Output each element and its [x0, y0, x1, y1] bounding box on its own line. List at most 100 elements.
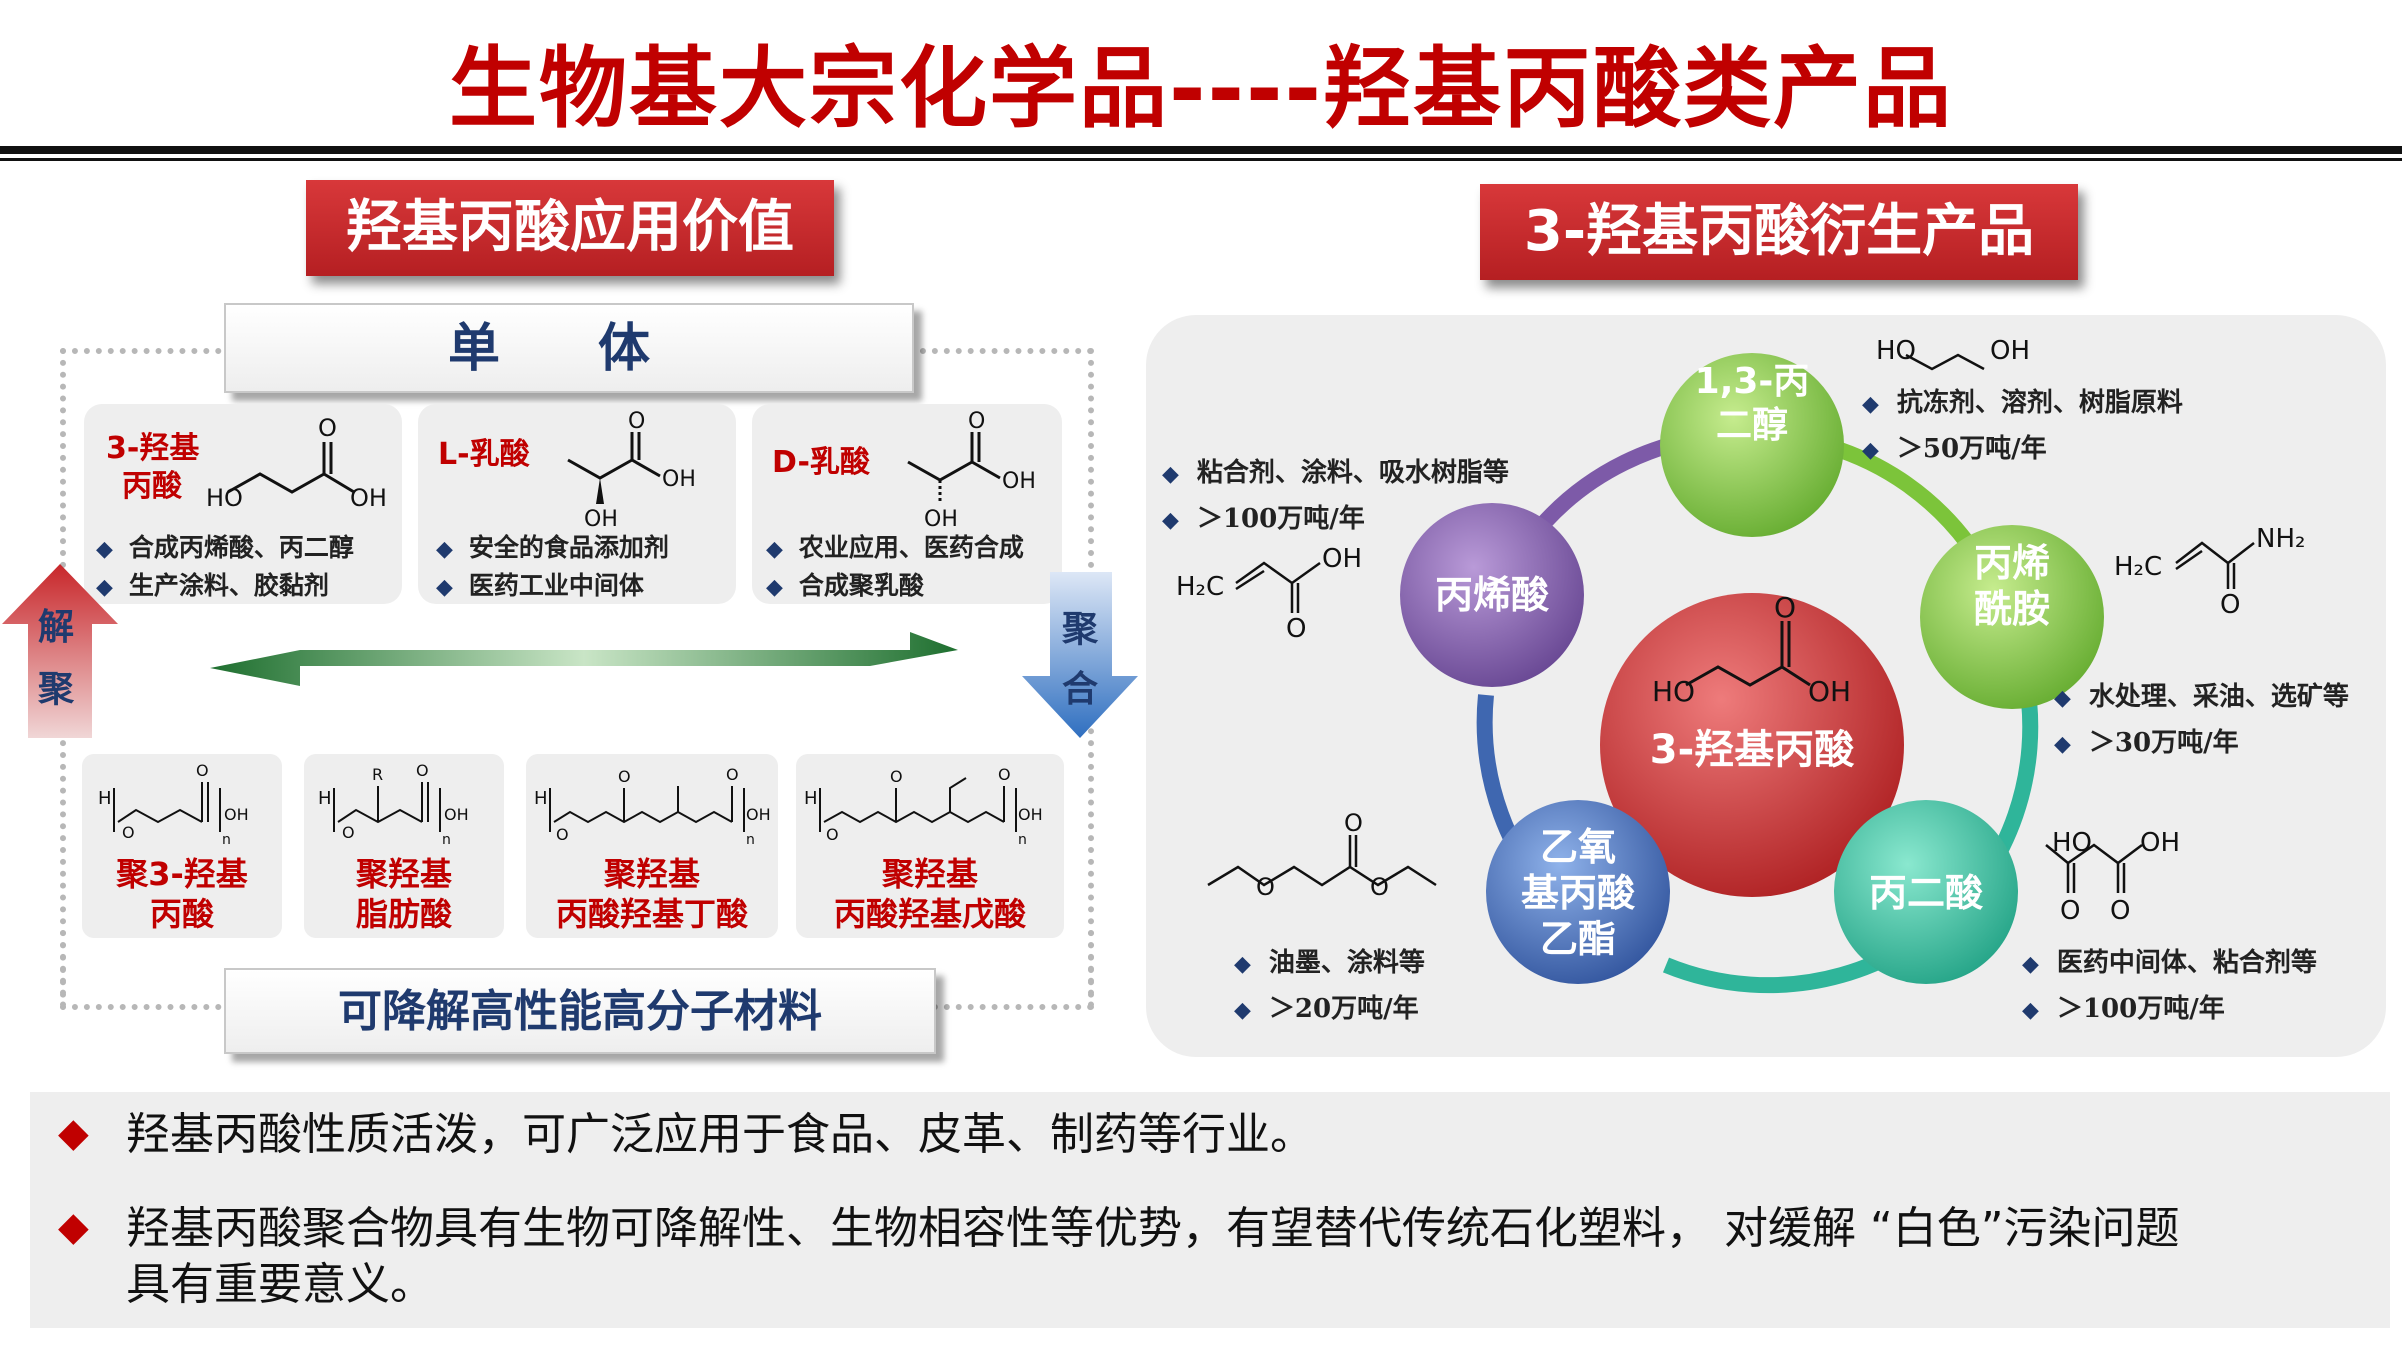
- card-name-line1: 3-羟基: [106, 431, 200, 466]
- svg-text:n: n: [222, 832, 231, 848]
- node-propanediol: [1660, 353, 1844, 537]
- node-acrylic: [1400, 503, 1584, 687]
- summary-panel: ◆ 羟基丙酸性质活泼，可广泛应用于食品、皮革、制药等行业。 ◆ 羟基丙酸聚合物具…: [30, 1092, 2390, 1328]
- title-divider: [0, 146, 2402, 154]
- svg-text:R: R: [372, 765, 383, 784]
- svg-text:O: O: [890, 767, 903, 786]
- svg-text:OH: OH: [1808, 675, 1851, 708]
- svg-text:HO: HO: [2052, 828, 2092, 858]
- ethyl-note: ◆＞20万吨/年: [1234, 994, 1419, 1024]
- polymer-card-pha: H R O O OH n 聚羟基 脂肪酸: [304, 754, 504, 938]
- page-title: 生物基大宗化学品----羟基丙酸类产品: [448, 37, 1954, 140]
- red-diamond-icon: ◆: [58, 1110, 89, 1156]
- card-bullet: ◆合成丙烯酸、丙二醇: [96, 533, 354, 562]
- acrylic-note: ◆＞100万吨/年: [1162, 504, 1365, 534]
- node-propanediol-label: 1,3-丙二醇: [1694, 361, 1810, 446]
- svg-text:OH: OH: [584, 507, 618, 530]
- svg-text:O: O: [1370, 873, 1389, 901]
- svg-text:O: O: [618, 767, 631, 786]
- svg-text:O: O: [998, 765, 1011, 784]
- svg-text:n: n: [442, 832, 451, 848]
- center-node-label: 3-羟基丙酸: [1649, 727, 1855, 773]
- card-name: D-乳酸: [772, 445, 870, 480]
- svg-text:OH: OH: [1322, 544, 1362, 574]
- svg-text:H: H: [534, 788, 548, 809]
- polymerize-arrow-icon: [1022, 572, 1138, 738]
- svg-text:NH₂: NH₂: [2256, 524, 2305, 554]
- propanediol-note: ◆抗冻剂、溶剂、树脂原料: [1862, 388, 2183, 418]
- svg-text:O: O: [826, 825, 839, 844]
- title-divider-thin: [0, 158, 2402, 161]
- summary-point: 羟基丙酸性质活泼，可广泛应用于食品、皮革、制药等行业。: [126, 1109, 1314, 1160]
- svg-text:O: O: [2220, 590, 2240, 620]
- polymer-card-php-hv: H O O O OH n 聚羟基 丙酸羟基戊酸: [796, 754, 1064, 938]
- svg-text:OH: OH: [662, 467, 696, 492]
- svg-text:HO: HO: [1652, 675, 1695, 708]
- node-ethyl-label: 乙氧基丙酸乙酯: [1520, 825, 1635, 961]
- svg-text:OH: OH: [924, 507, 958, 530]
- acrylic-note: ◆粘合剂、涂料、吸水树脂等: [1162, 458, 1509, 488]
- card-bullet: ◆医药工业中间体: [436, 571, 644, 600]
- svg-text:O: O: [1286, 614, 1306, 644]
- svg-text:O: O: [1256, 873, 1275, 901]
- l-lactic-structure-icon: O OH OH: [567, 410, 696, 530]
- polymerize-label-1: 聚: [1062, 609, 1099, 650]
- svg-text:O: O: [726, 765, 739, 784]
- svg-text:O: O: [416, 761, 429, 780]
- node-acrylamide: [1920, 525, 2104, 709]
- svg-text:HO: HO: [206, 484, 243, 512]
- svg-text:O: O: [196, 761, 209, 780]
- acrylamide-note: ◆＞30万吨/年: [2054, 728, 2239, 758]
- svg-text:OH: OH: [224, 805, 249, 824]
- depolymerize-label-1: 解: [38, 607, 75, 648]
- conversion-arrow-icon: [210, 632, 958, 686]
- svg-text:OH: OH: [1002, 469, 1036, 494]
- card-bullet: ◆安全的食品添加剂: [436, 533, 669, 562]
- node-malonic: [1834, 800, 2018, 984]
- polymer-name-line1: 聚羟基: [881, 855, 978, 893]
- p3hp-structure-icon: H O O OH n: [98, 761, 249, 848]
- svg-text:O: O: [342, 823, 355, 842]
- malonic-note: ◆医药中间体、粘合剂等: [2022, 948, 2317, 978]
- depolymerize-arrow-icon: [2, 564, 118, 738]
- polymer-name-line1: 聚3-羟基: [116, 855, 248, 893]
- node-ethyl: [1486, 800, 1670, 984]
- polymer-name-line2: 丙酸: [149, 895, 214, 933]
- svg-text:O: O: [968, 409, 985, 434]
- polymerize-label-2: 合: [1062, 669, 1099, 710]
- node-acrylamide-label: 丙烯酰胺: [1973, 541, 2050, 631]
- card-name-line2: 丙酸: [122, 469, 182, 504]
- php-hb-structure-icon: H O O O OH n: [534, 765, 771, 848]
- svg-text:OH: OH: [2140, 828, 2180, 858]
- svg-text:n: n: [746, 832, 755, 848]
- material-heading: 可降解高性能高分子材料: [224, 968, 936, 1054]
- polymer-name-line2: 丙酸羟基戊酸: [833, 895, 1026, 933]
- svg-text:OH: OH: [746, 805, 771, 824]
- malonic-note: ◆＞100万吨/年: [2022, 994, 2225, 1024]
- svg-text:O: O: [318, 414, 337, 442]
- svg-text:OH: OH: [350, 484, 387, 512]
- svg-text:OH: OH: [1018, 805, 1043, 824]
- polymer-name-line1: 聚羟基: [603, 855, 700, 893]
- node-acrylic-label: 丙烯酸: [1434, 573, 1549, 617]
- pha-structure-icon: H R O O OH n: [318, 761, 469, 848]
- center-node: [1600, 593, 1904, 897]
- svg-text:O: O: [556, 825, 569, 844]
- card-bullet: ◆生产涂料、胶黏剂: [96, 571, 329, 600]
- polymer-name-line1: 聚羟基: [355, 855, 452, 893]
- right-section-banner: 3-羟基丙酸衍生产品: [1480, 184, 2078, 280]
- svg-text:HO: HO: [1876, 336, 1916, 366]
- acrylamide-note: ◆水处理、采油、选矿等: [2054, 682, 2349, 712]
- 3hp-structure-icon: HO O OH: [206, 414, 387, 512]
- svg-text:O: O: [628, 410, 645, 434]
- php-hv-structure-icon: H O O O OH n: [804, 765, 1043, 848]
- summary-point: 羟基丙酸聚合物具有生物可降解性、生物相容性等优势，有望替代传统石化塑料， 对缓解…: [126, 1203, 2180, 1254]
- derivatives-cycle-diagram: HO O OH HO OH H₂C O NH₂ H₂C O OH HO OH O…: [1176, 336, 2305, 994]
- svg-text:O: O: [122, 823, 135, 842]
- depolymerize-label-2: 聚: [38, 669, 75, 710]
- svg-text:OH: OH: [444, 805, 469, 824]
- card-bullet: ◆农业应用、医药合成: [766, 533, 1024, 562]
- svg-text:H₂C: H₂C: [1176, 572, 1224, 602]
- svg-text:n: n: [1018, 832, 1027, 848]
- svg-text:O: O: [1344, 809, 1363, 837]
